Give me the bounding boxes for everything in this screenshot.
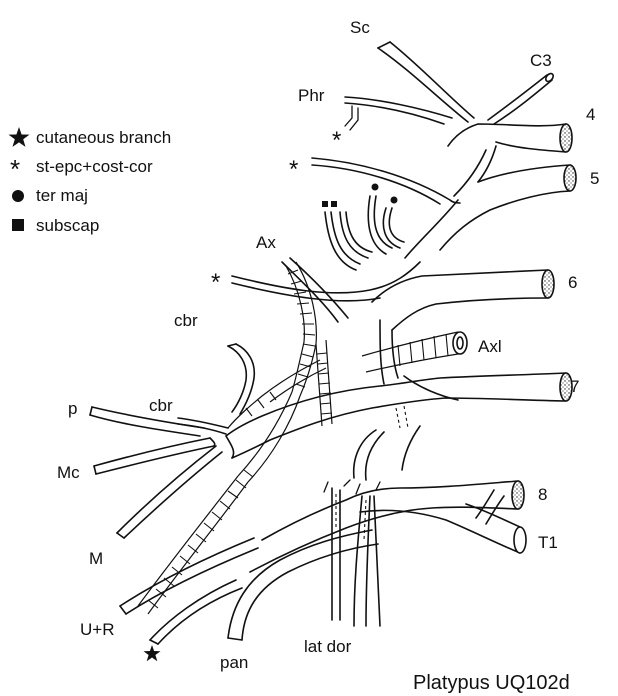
- label-lat-dor: lat dor: [304, 637, 352, 656]
- branch-st-epc-lower: [232, 262, 420, 293]
- root-4-cut-end: [560, 124, 572, 152]
- root-4: [448, 124, 572, 152]
- label-7: 7: [570, 377, 579, 396]
- legend: cutaneous branch * st-epc+cost-cor ter m…: [9, 127, 172, 235]
- label-m: M: [89, 549, 103, 568]
- root-7: [226, 373, 572, 458]
- label-t1: T1: [538, 533, 558, 552]
- root-t1: [360, 490, 526, 553]
- axillary-artery: [138, 262, 332, 614]
- label-p: p: [68, 399, 77, 418]
- nerve-p: [90, 407, 204, 436]
- label-4: 4: [586, 105, 595, 124]
- root-5-cut-end: [564, 165, 576, 191]
- nerve-c3: [488, 72, 555, 124]
- nerve-mc: [94, 438, 214, 474]
- nerve-cbr-lower: [178, 418, 228, 428]
- label-cbr-lower: cbr: [149, 396, 173, 415]
- star-marker-cutaneous: [144, 645, 161, 661]
- label-6: 6: [568, 273, 577, 292]
- label-8: 8: [538, 485, 547, 504]
- asterisk-marker-phr: *: [332, 127, 341, 154]
- nerve-cbr-upper: [228, 344, 254, 414]
- root-t1-cut-end: [514, 527, 526, 553]
- trunk-4-5: [454, 150, 486, 196]
- label-cbr-upper: cbr: [174, 311, 198, 330]
- label-mc: Mc: [57, 463, 80, 482]
- legend-item-square: subscap: [12, 216, 99, 235]
- label-5: 5: [590, 169, 599, 188]
- figure-caption: Platypus UQ102d: [413, 672, 570, 694]
- label-ur: U+R: [80, 620, 114, 639]
- asterisk-marker-6: *: [211, 269, 220, 296]
- root-5: [440, 165, 576, 250]
- asterisk-marker-5: *: [289, 156, 298, 183]
- legend-label-asterisk: st-epc+cost-cor: [36, 157, 153, 176]
- legend-item-star: cutaneous branch: [9, 127, 172, 147]
- square-icon: [12, 219, 24, 231]
- branches-ter-maj-subscap: [322, 184, 404, 271]
- root-6-cut-end: [542, 270, 554, 298]
- label-phr: Phr: [298, 86, 325, 105]
- legend-label-dot: ter maj: [36, 186, 88, 205]
- nerve-phr: [345, 97, 452, 130]
- root-8-cut-end: [512, 481, 524, 509]
- legend-label-star: cutaneous branch: [36, 128, 171, 147]
- legend-label-square: subscap: [36, 216, 99, 235]
- label-sc: Sc: [350, 18, 370, 37]
- axl-vessel: [362, 332, 467, 372]
- dot-icon: [12, 190, 24, 202]
- diagram-labels: Sc C3 Phr 4 5 Ax 6 Axl cbr cbr p 7 Mc 8 …: [57, 18, 599, 672]
- legend-item-dot: ter maj: [12, 186, 88, 205]
- label-ax: Ax: [256, 233, 276, 252]
- branch-st-epc-upper: [312, 158, 460, 203]
- asterisk-icon: *: [10, 154, 20, 184]
- legend-item-asterisk: * st-epc+cost-cor: [10, 154, 153, 184]
- label-axl: Axl: [478, 337, 502, 356]
- star-icon: [9, 127, 30, 147]
- label-c3: C3: [530, 51, 552, 70]
- root-8: [250, 481, 524, 572]
- nerve-lat-dor: [324, 480, 380, 626]
- label-pan: pan: [220, 653, 248, 672]
